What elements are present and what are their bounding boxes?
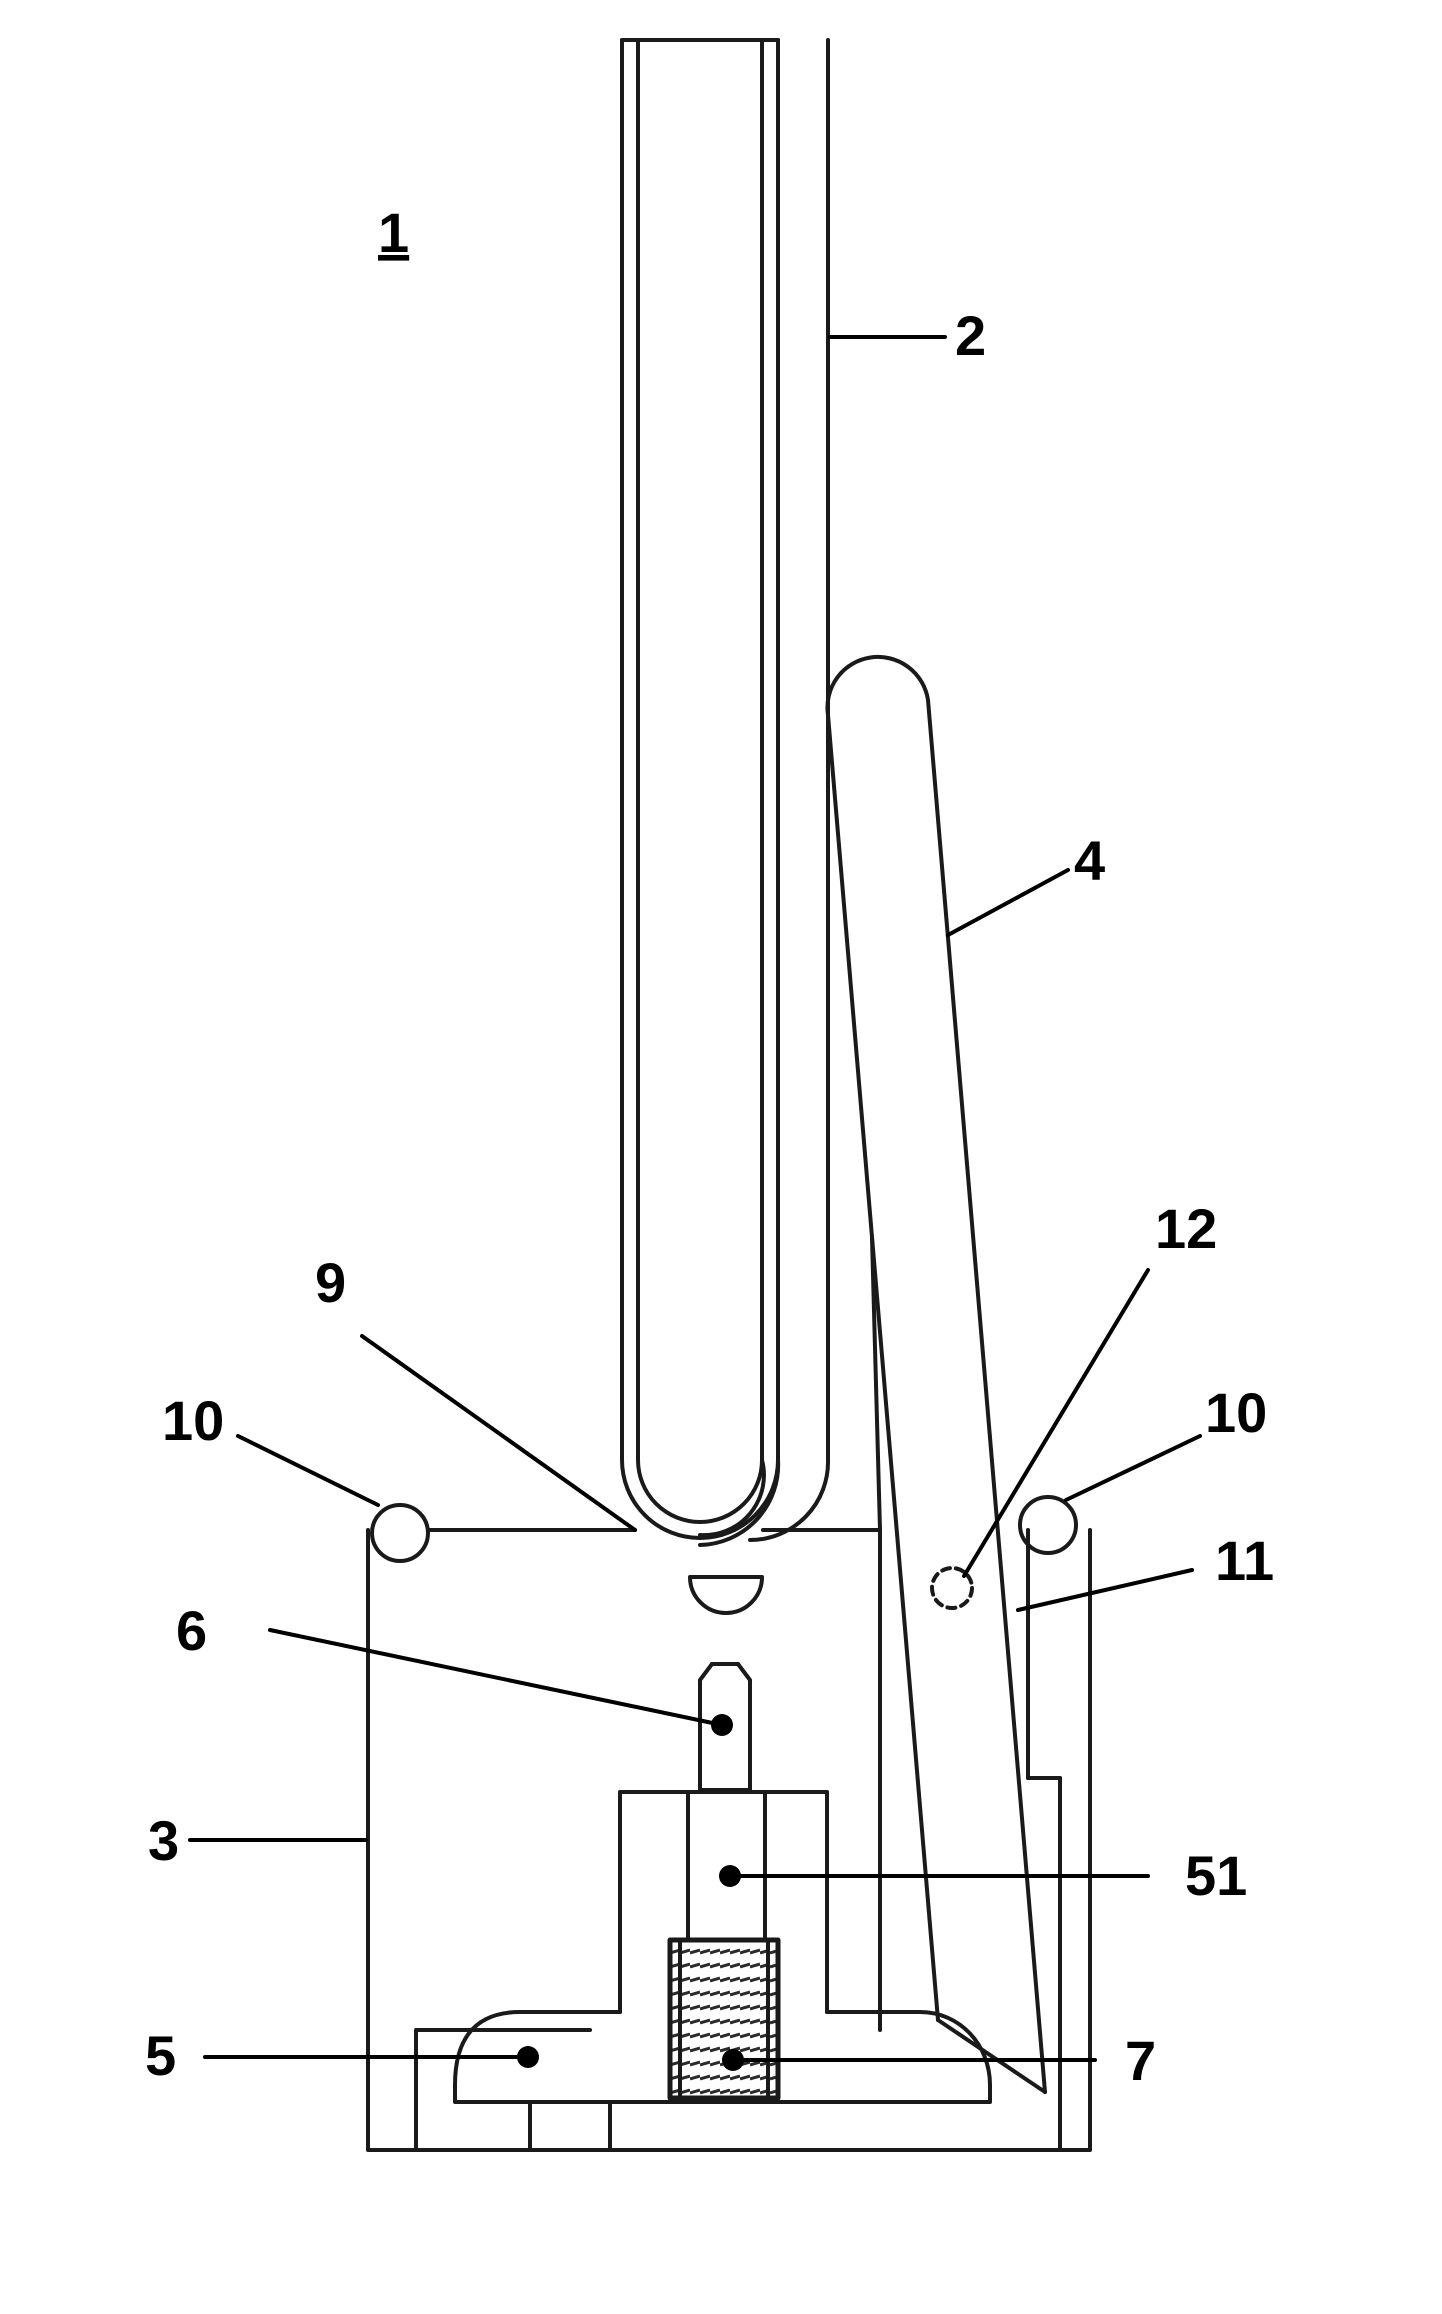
- label-lever: 4: [1074, 829, 1105, 892]
- label-pivot: 12: [1155, 1197, 1217, 1260]
- label-roller-left: 10: [162, 1389, 224, 1452]
- label-guide: 11: [1215, 1529, 1274, 1592]
- figure-label: 1: [378, 201, 409, 264]
- roller-right: [1020, 1497, 1076, 1553]
- leader-10-left: [238, 1436, 378, 1505]
- dot-block: [719, 1865, 741, 1887]
- dot-base: [517, 2046, 539, 2068]
- label-seat: 9: [315, 1251, 346, 1314]
- dot-spring: [722, 2049, 744, 2071]
- label-spring: 7: [1125, 2029, 1156, 2092]
- leader-6: [270, 1630, 722, 1725]
- leader-11: [1018, 1570, 1192, 1610]
- label-base: 5: [145, 2024, 176, 2087]
- label-tube: 2: [955, 304, 986, 367]
- leader-10-right: [1066, 1436, 1200, 1500]
- leader-4: [948, 870, 1068, 935]
- roller-left: [372, 1505, 428, 1561]
- spring: [670, 1940, 778, 2098]
- seat-bump: [690, 1577, 762, 1613]
- dot-pin: [711, 1714, 733, 1736]
- label-pin: 6: [176, 1599, 207, 1662]
- tube: [622, 40, 828, 1545]
- label-roller-right: 10: [1205, 1381, 1267, 1444]
- leader-lines: [190, 337, 1200, 2060]
- leader-9: [362, 1336, 635, 1530]
- label-block: 51: [1185, 1844, 1247, 1907]
- leader-12: [964, 1270, 1148, 1576]
- label-housing: 3: [148, 1809, 179, 1872]
